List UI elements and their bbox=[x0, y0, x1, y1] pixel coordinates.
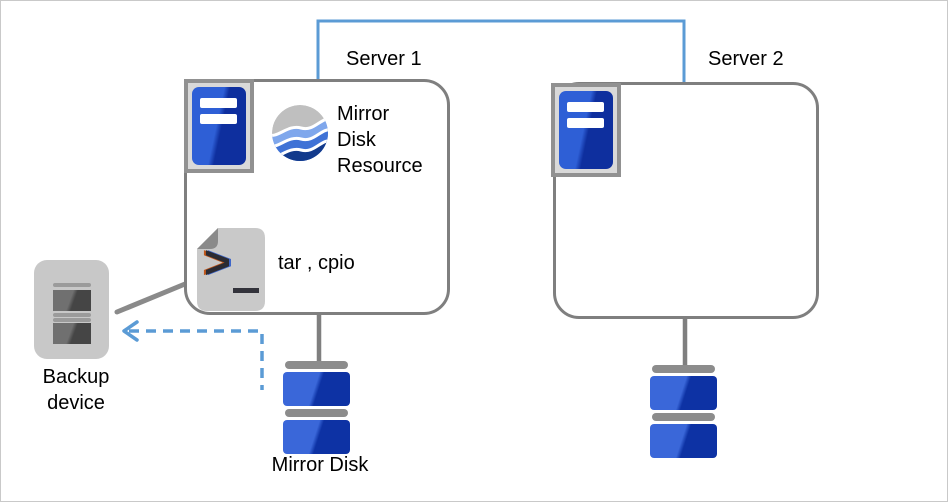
shell-prompt-glyph: > bbox=[204, 236, 231, 288]
server-icon bbox=[184, 79, 254, 173]
mirror-disk-resource-icon bbox=[272, 105, 328, 161]
mirror-disk-icon bbox=[650, 365, 717, 458]
backup-connection-line bbox=[114, 281, 188, 315]
server-slot bbox=[567, 102, 604, 112]
backup-flow-dashed-line bbox=[129, 329, 264, 390]
disk-bar bbox=[652, 365, 715, 373]
disk-platter bbox=[650, 424, 717, 458]
server-slot bbox=[567, 118, 604, 128]
backup-device-label: Backup device bbox=[42, 366, 110, 414]
backup-flow-arrowhead-icon bbox=[122, 320, 139, 342]
server-tower-icon bbox=[559, 91, 613, 169]
disk-bar bbox=[285, 409, 348, 417]
disk-platter bbox=[283, 372, 350, 406]
disk-bar bbox=[285, 361, 348, 369]
disk-bar bbox=[652, 413, 715, 421]
disk-platter bbox=[650, 376, 717, 410]
interconnect-line bbox=[316, 19, 686, 84]
backup-device-icon bbox=[34, 260, 109, 359]
backup-tools-label: tar , cpio bbox=[278, 252, 355, 274]
server1-label: Server 1 bbox=[346, 48, 422, 70]
backup-device-slot bbox=[53, 290, 91, 311]
server2-label: Server 2 bbox=[708, 48, 784, 70]
server-tower-icon bbox=[192, 87, 246, 165]
mirror-disk-icon bbox=[283, 361, 350, 454]
server-slot bbox=[200, 114, 237, 124]
backup-device-bar bbox=[53, 313, 91, 317]
backup-device-bar bbox=[53, 283, 91, 287]
mirror-disk-label: Mirror Disk bbox=[271, 454, 369, 476]
backup-device-bar bbox=[53, 318, 91, 322]
shell-cursor-underscore-icon bbox=[233, 288, 259, 293]
server-slot bbox=[200, 98, 237, 108]
server-icon bbox=[551, 83, 621, 177]
mirror-disk-resource-label: Mirror Disk Resource bbox=[337, 103, 423, 177]
backup-device-slot bbox=[53, 323, 91, 344]
disk-platter bbox=[283, 420, 350, 454]
